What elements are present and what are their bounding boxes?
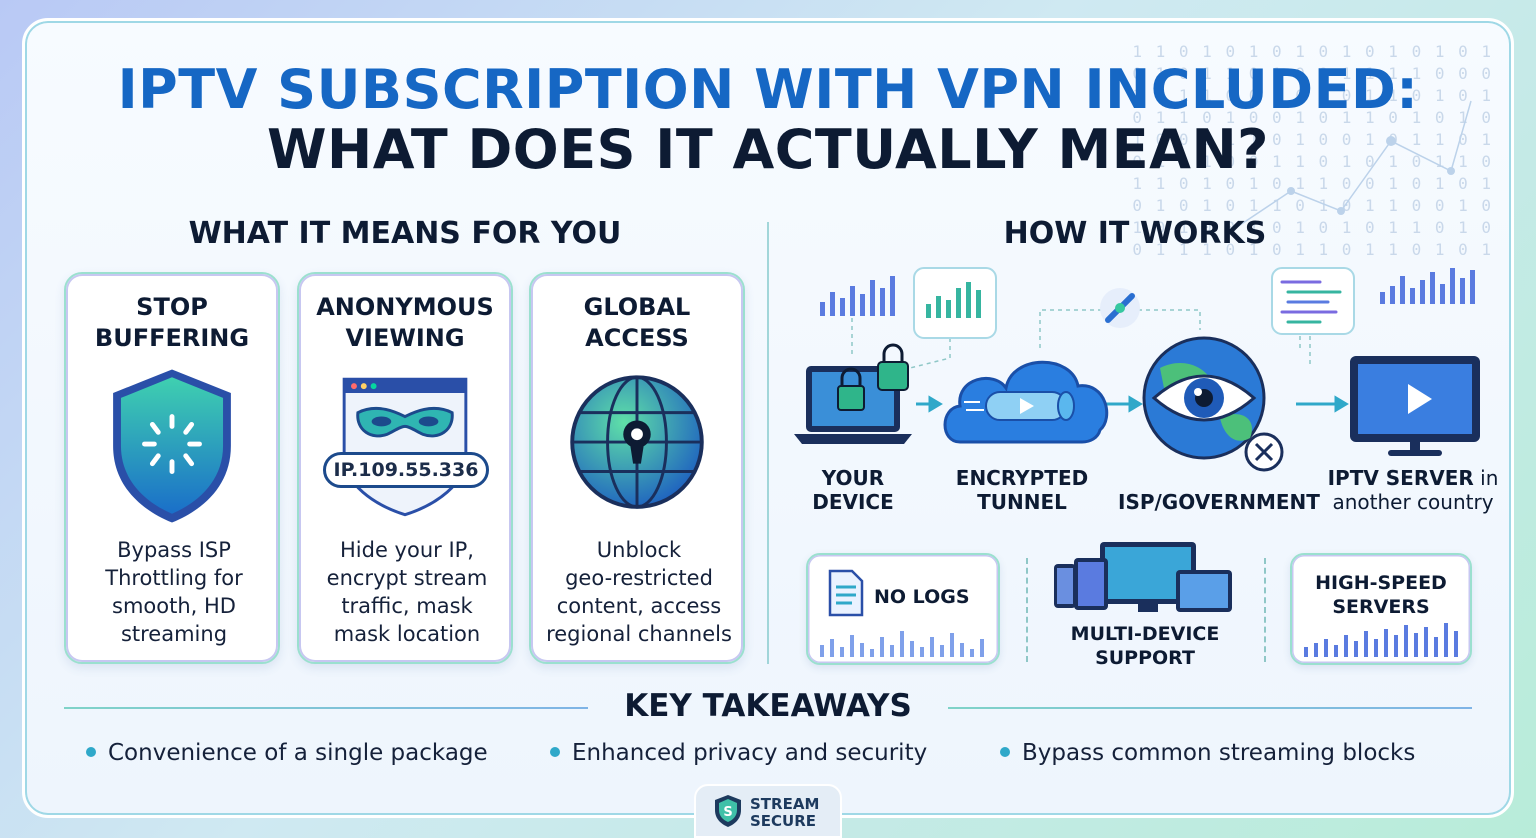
card-description: Bypass ISP Throttling for smooth, HD str…: [72, 536, 276, 648]
flow-label-tunnel: ENCRYPTED TUNNEL: [942, 466, 1102, 514]
right-section-heading: HOW IT WORKS: [1003, 216, 1267, 251]
flow-label-device: YOUR DEVICE: [790, 466, 916, 514]
desc-line: Hide your IP,: [340, 538, 474, 562]
brand-name-line2: SECURE: [750, 812, 817, 830]
feature-label-line2: SUPPORT: [1095, 647, 1195, 669]
cloud-tunnel-icon: [943, 360, 1109, 444]
section-divider: [767, 222, 769, 664]
card-title-line2: ACCESS: [585, 324, 689, 352]
flow-label-suffix: in: [1473, 466, 1499, 490]
flow-label-line1: YOUR: [821, 466, 885, 490]
chart-widget-1: [820, 276, 895, 316]
takeaway-item: Enhanced privacy and security: [550, 740, 927, 766]
desc-line: content, access: [556, 594, 722, 618]
bullet-dot: [1000, 746, 1010, 757]
chart-widget-2: [913, 267, 997, 339]
feature-label: HIGH-SPEED SERVERS: [1292, 571, 1470, 619]
desc-line: Unblock: [596, 538, 682, 562]
desc-line: traffic, mask: [341, 594, 473, 618]
takeaways-line-left: [64, 707, 588, 709]
feature-divider: [1264, 558, 1266, 662]
devices-icon-art: [1054, 542, 1232, 612]
desc-line: Throttling for: [105, 566, 243, 590]
svg-text:S: S: [723, 805, 732, 820]
feature-multi-device: MULTI-DEVICE SUPPORT: [1050, 622, 1240, 670]
feature-label-line1: MULTI-DEVICE: [1070, 623, 1220, 645]
feature-divider: [1026, 558, 1028, 662]
laptop-icon: [794, 343, 912, 444]
feature-label-line1: HIGH-SPEED: [1315, 572, 1447, 594]
left-section-heading: WHAT IT MEANS FOR YOU: [188, 216, 622, 251]
card-title-line1: ANONYMOUS: [316, 293, 494, 321]
speed-bars-icon: [1304, 623, 1458, 657]
card-title-line2: BUFFERING: [94, 324, 250, 352]
card-stop-buffering: STOP BUFFERING Bypass ISP Throttling for…: [64, 272, 280, 664]
card-title-line1: GLOBAL: [583, 293, 691, 321]
shield-s-icon: S: [715, 795, 741, 827]
main-title-line2: WHAT DOES IT ACTUALLY MEAN?: [266, 118, 1269, 181]
flow-label-line1: IPTV SERVER in: [1322, 466, 1504, 490]
card-description: Hide your IP, encrypt stream traffic, ma…: [305, 536, 509, 648]
monitor-play-icon: [1350, 356, 1480, 456]
card-anonymous-viewing: ANONYMOUS VIEWING IP.109.55.336 Hide you…: [297, 272, 513, 664]
bullet-dot: [86, 746, 96, 757]
brand-name: STREAM SECURE: [750, 796, 819, 830]
card-title: ANONYMOUS VIEWING: [299, 292, 511, 354]
bars-icon: [820, 631, 984, 657]
card-description: Unblock geo-restricted content, access r…: [537, 536, 741, 648]
flow-label-line2: TUNNEL: [977, 490, 1067, 514]
flow-label-isp: ISP/GOVERNMENT: [1118, 490, 1320, 514]
takeaways-heading: KEY TAKEAWAYS: [624, 688, 912, 724]
main-title-line1: IPTV SUBSCRIPTION WITH VPN INCLUDED:: [117, 58, 1419, 121]
globe-eye-icon: [1142, 336, 1284, 472]
takeaways-line-right: [948, 707, 1472, 709]
flow-label-line1: ENCRYPTED: [955, 466, 1089, 490]
document-icon: [828, 569, 864, 617]
feature-label-line2: SERVERS: [1332, 596, 1430, 618]
satellite-icon: [1100, 288, 1140, 328]
devices-icon: [1052, 540, 1238, 618]
desc-line: regional channels: [546, 622, 732, 646]
takeaway-item: Convenience of a single package: [86, 740, 488, 766]
network-lines-decoration: [1230, 100, 1472, 232]
card-global-access: GLOBAL ACCESS Unblock geo-restricted con…: [529, 272, 745, 664]
feature-high-speed: HIGH-SPEED SERVERS: [1290, 553, 1472, 665]
desc-line: geo-restricted: [565, 566, 713, 590]
desc-line: Bypass ISP: [117, 538, 231, 562]
brand-name-line1: STREAM: [750, 795, 820, 813]
ip-address-pill: IP.109.55.336: [323, 452, 489, 488]
card-title-line1: STOP: [136, 293, 208, 321]
brand-logo: S STREAM SECURE: [694, 784, 842, 838]
flow-label-line2: DEVICE: [812, 490, 894, 514]
mask-icon: [342, 377, 468, 517]
flow-label-server: IPTV SERVER in another country: [1322, 466, 1504, 514]
card-title: STOP BUFFERING: [66, 292, 278, 354]
takeaway-item: Bypass common streaming blocks: [1000, 740, 1415, 766]
card-title: GLOBAL ACCESS: [531, 292, 743, 354]
desc-line: streaming: [120, 622, 228, 646]
binary-decoration: 1 1 0 1 0 1 0 1 0 1 0 1 0 1 0 1 0 1 0 1 …: [1132, 42, 1493, 259]
flow-label-strong: IPTV SERVER: [1327, 466, 1474, 490]
takeaway-text: Bypass common streaming blocks: [1022, 740, 1416, 766]
feature-label: NO LOGS: [874, 586, 970, 608]
takeaway-text: Enhanced privacy and security: [572, 740, 928, 766]
desc-line: encrypt stream: [326, 566, 488, 590]
desc-line: mask location: [333, 622, 481, 646]
card-title-line2: VIEWING: [345, 324, 465, 352]
takeaway-text: Convenience of a single package: [108, 740, 488, 766]
bullet-dot: [550, 746, 560, 757]
desc-line: smooth, HD: [112, 594, 236, 618]
feature-no-logs: NO LOGS: [806, 553, 1000, 665]
shield-icon: [113, 369, 231, 523]
how-it-works-diagram: [794, 267, 1480, 472]
flow-label-line2: another country: [1332, 490, 1494, 514]
globe-lock-icon: [570, 375, 704, 509]
